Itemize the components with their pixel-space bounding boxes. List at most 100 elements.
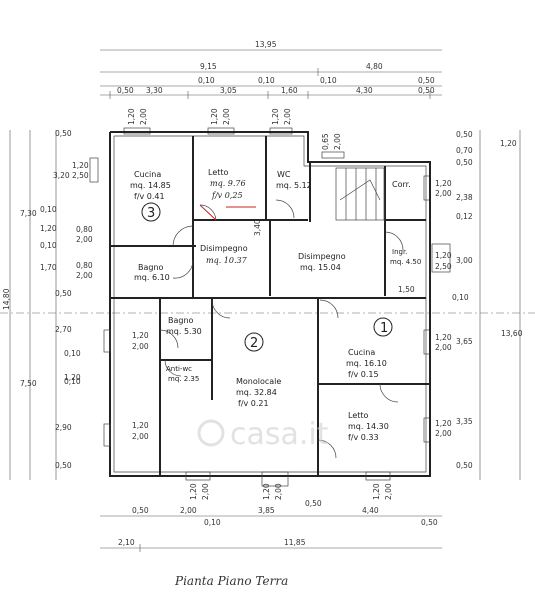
unit-number: 1 bbox=[380, 321, 388, 336]
svg-text:1,20: 1,20 bbox=[262, 483, 271, 500]
svg-text:2,00: 2,00 bbox=[76, 235, 93, 244]
svg-text:2,38: 2,38 bbox=[456, 193, 473, 202]
svg-text:2,00: 2,00 bbox=[333, 133, 342, 150]
right-dimensions: 1,20 13,60 0,50 0,70 0,50 2,38 0,12 3,00… bbox=[423, 130, 523, 480]
svg-text:0,50: 0,50 bbox=[55, 461, 72, 470]
svg-text:0,50: 0,50 bbox=[132, 506, 149, 515]
svg-text:1,20: 1,20 bbox=[132, 331, 149, 340]
svg-text:0,50: 0,50 bbox=[305, 499, 322, 508]
svg-text:1,20: 1,20 bbox=[210, 108, 219, 125]
svg-text:0,50: 0,50 bbox=[456, 461, 473, 470]
room-name: Monolocale bbox=[236, 377, 281, 386]
svg-text:2,70: 2,70 bbox=[55, 325, 72, 334]
room-name: Anti-wc bbox=[166, 365, 192, 373]
unit-markers: 3 2 1 bbox=[141, 202, 393, 352]
svg-text:2,00: 2,00 bbox=[435, 189, 452, 198]
svg-text:0,10: 0,10 bbox=[204, 518, 221, 527]
door-swings bbox=[159, 199, 404, 459]
room-area: mq. 32.84 bbox=[236, 388, 277, 397]
svg-text:0,10: 0,10 bbox=[64, 349, 81, 358]
svg-text:2,50: 2,50 bbox=[435, 262, 452, 271]
svg-text:3,65: 3,65 bbox=[456, 337, 473, 346]
room-name: Cucina bbox=[134, 170, 161, 179]
svg-text:2,00: 2,00 bbox=[76, 271, 93, 280]
room-area: mq. 14.30 bbox=[348, 422, 389, 431]
room-area: mq. 5.30 bbox=[166, 327, 202, 336]
svg-text:3,00: 3,00 bbox=[456, 256, 473, 265]
svg-text:2,90: 2,90 bbox=[55, 423, 72, 432]
svg-text:0,50: 0,50 bbox=[421, 518, 438, 527]
room-name: Letto bbox=[208, 168, 229, 177]
bottom-windows: 1,20 2,00 1,20 2,00 1,20 2,00 bbox=[185, 471, 393, 500]
walls bbox=[109, 131, 431, 477]
left-room-openings: 1,20 2,00 1,20 2,00 bbox=[103, 329, 149, 447]
svg-text:1,20: 1,20 bbox=[372, 483, 381, 500]
dim-right-total: 13,60 bbox=[501, 329, 523, 338]
dim-top-row4: 1,60 bbox=[281, 86, 298, 95]
svg-text:1,20: 1,20 bbox=[435, 333, 452, 342]
room-area: mq. 9.76 bbox=[210, 179, 246, 188]
room-area: mq. 4.50 bbox=[390, 258, 421, 266]
room-name: Disimpegno bbox=[298, 252, 346, 261]
svg-text:3,85: 3,85 bbox=[258, 506, 275, 515]
room-name: Ingr. bbox=[392, 248, 407, 256]
dim-top-row2: 9,15 bbox=[200, 62, 217, 71]
svg-text:2,00: 2,00 bbox=[139, 108, 148, 125]
room-ratio: f/v 0.21 bbox=[238, 399, 269, 408]
svg-text:0,10: 0,10 bbox=[64, 377, 81, 386]
dim-top-row3: 0,50 bbox=[418, 76, 435, 85]
room-area: mq. 2.35 bbox=[168, 375, 199, 383]
svg-text:2,00: 2,00 bbox=[283, 108, 292, 125]
dim-top-row4: 0,50 bbox=[117, 86, 134, 95]
room-area: mq. 6.10 bbox=[134, 273, 170, 282]
svg-text:1,70: 1,70 bbox=[40, 263, 57, 272]
svg-text:2,00: 2,00 bbox=[132, 342, 149, 351]
svg-text:0,50: 0,50 bbox=[456, 158, 473, 167]
svg-text:3,40: 3,40 bbox=[253, 219, 262, 236]
room-labels: Cucina mq. 14.85 f/v 0.41 Letto mq. 9.76… bbox=[130, 168, 421, 442]
room-ratio: f/v 0.33 bbox=[348, 433, 379, 442]
svg-text:2,00: 2,00 bbox=[435, 343, 452, 352]
svg-text:0,50: 0,50 bbox=[456, 130, 473, 139]
svg-text:4,40: 4,40 bbox=[362, 506, 379, 515]
dim-top-total: 13,95 bbox=[255, 40, 277, 49]
room-name: Cucina bbox=[348, 348, 375, 357]
svg-text:2,10: 2,10 bbox=[118, 538, 135, 547]
top-dimensions: 13,95 9,15 4,80 0,10 0,10 0,10 0,50 0,50… bbox=[100, 40, 442, 99]
svg-text:2,50: 2,50 bbox=[72, 171, 89, 180]
dim-top-row4: 3,30 bbox=[146, 86, 163, 95]
svg-text:1,20: 1,20 bbox=[132, 421, 149, 430]
svg-text:3,35: 3,35 bbox=[456, 417, 473, 426]
svg-text:0,10: 0,10 bbox=[452, 293, 469, 302]
room-ratio: f/v 0,25 bbox=[211, 191, 243, 200]
svg-text:2,00: 2,00 bbox=[384, 483, 393, 500]
dim-top-row3: 0,10 bbox=[198, 76, 215, 85]
room-name: Bagno bbox=[168, 316, 194, 325]
room-name: Letto bbox=[348, 411, 369, 420]
svg-text:1,20: 1,20 bbox=[127, 108, 136, 125]
svg-text:1,50: 1,50 bbox=[398, 285, 415, 294]
svg-text:0,80: 0,80 bbox=[76, 261, 93, 270]
svg-text:2,00: 2,00 bbox=[435, 429, 452, 438]
dim-top-row4: 0,50 bbox=[418, 86, 435, 95]
svg-text:1,20: 1,20 bbox=[189, 483, 198, 500]
dim-top-row4: 3,05 bbox=[220, 86, 237, 95]
svg-text:1,20: 1,20 bbox=[435, 179, 452, 188]
svg-text:1,20: 1,20 bbox=[500, 139, 517, 148]
room-ratio: f/v 0.41 bbox=[134, 192, 165, 201]
room-area: mq. 10.37 bbox=[206, 256, 248, 265]
watermark: casa.it bbox=[197, 417, 329, 452]
svg-text:0,80: 0,80 bbox=[76, 225, 93, 234]
plan-caption: Pianta Piano Terra bbox=[174, 574, 288, 588]
svg-text:1,20: 1,20 bbox=[40, 224, 57, 233]
room-area: mq. 15.04 bbox=[300, 263, 341, 272]
dim-left-part1: 7,30 bbox=[20, 209, 37, 218]
svg-text:0,10: 0,10 bbox=[40, 241, 57, 250]
dim-left-part2: 7,50 bbox=[20, 379, 37, 388]
watermark-text: casa.it bbox=[230, 417, 329, 452]
svg-text:0,65: 0,65 bbox=[321, 133, 330, 150]
room-name: Corr. bbox=[392, 180, 411, 189]
dim-top-row4: 4,30 bbox=[356, 86, 373, 95]
dim-top-row3: 0,10 bbox=[320, 76, 337, 85]
svg-text:0,10: 0,10 bbox=[40, 205, 57, 214]
